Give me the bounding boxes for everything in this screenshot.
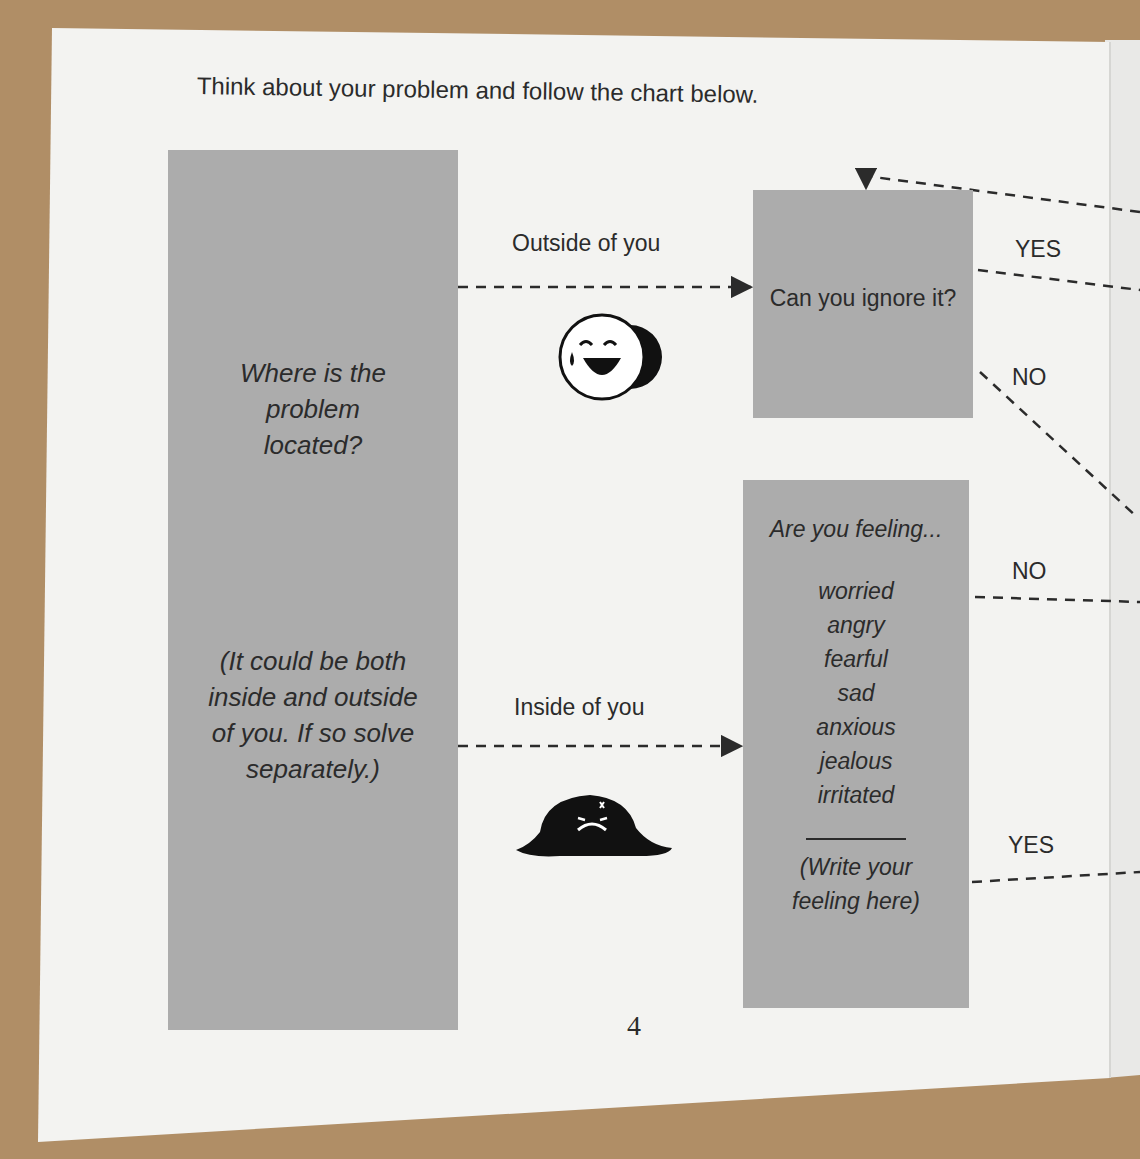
node-text: (It could be both inside and outside of … [206, 643, 421, 787]
yes-line [972, 872, 1140, 882]
node-text: fearful [743, 642, 969, 676]
spine [1109, 42, 1111, 1078]
node-text: worried [743, 574, 969, 608]
edge-label: Outside of you [512, 230, 660, 257]
flow-arrow [458, 286, 751, 289]
question-panel: Where is the problem located? (It could b… [168, 150, 458, 1030]
node-text: Are you feeling... [749, 512, 964, 546]
sad-blob-icon [516, 795, 672, 856]
node-text: (Write your feeling here) [776, 850, 936, 918]
next-page [1105, 40, 1140, 1078]
node-text: anxious [743, 710, 969, 744]
flow-arrow [458, 745, 741, 748]
no-line [975, 597, 1140, 602]
node-text: Can you ignore it? [763, 282, 963, 314]
decision-box: Are you feeling... worriedangryfearfulsad… [743, 480, 969, 1008]
happy-face-icon [560, 315, 662, 399]
no-line [980, 372, 1138, 518]
node-text: angry [743, 608, 969, 642]
node-text: Where is the problem located? [218, 355, 408, 463]
decision-box: Can you ignore it? [753, 190, 973, 418]
node-text: irritated [743, 778, 969, 812]
blank-line [806, 838, 906, 840]
yes-line [978, 270, 1140, 290]
branch-label: YES [1008, 832, 1054, 859]
branch-label: NO [1012, 364, 1047, 391]
node-text: sad [743, 676, 969, 710]
booklet-page [38, 28, 1110, 1142]
edge-label: Inside of you [514, 694, 644, 721]
page-number: 4 [627, 1010, 641, 1042]
node-text: jealous [743, 744, 969, 778]
branch-label: NO [1012, 558, 1047, 585]
branch-label: YES [1015, 236, 1061, 263]
